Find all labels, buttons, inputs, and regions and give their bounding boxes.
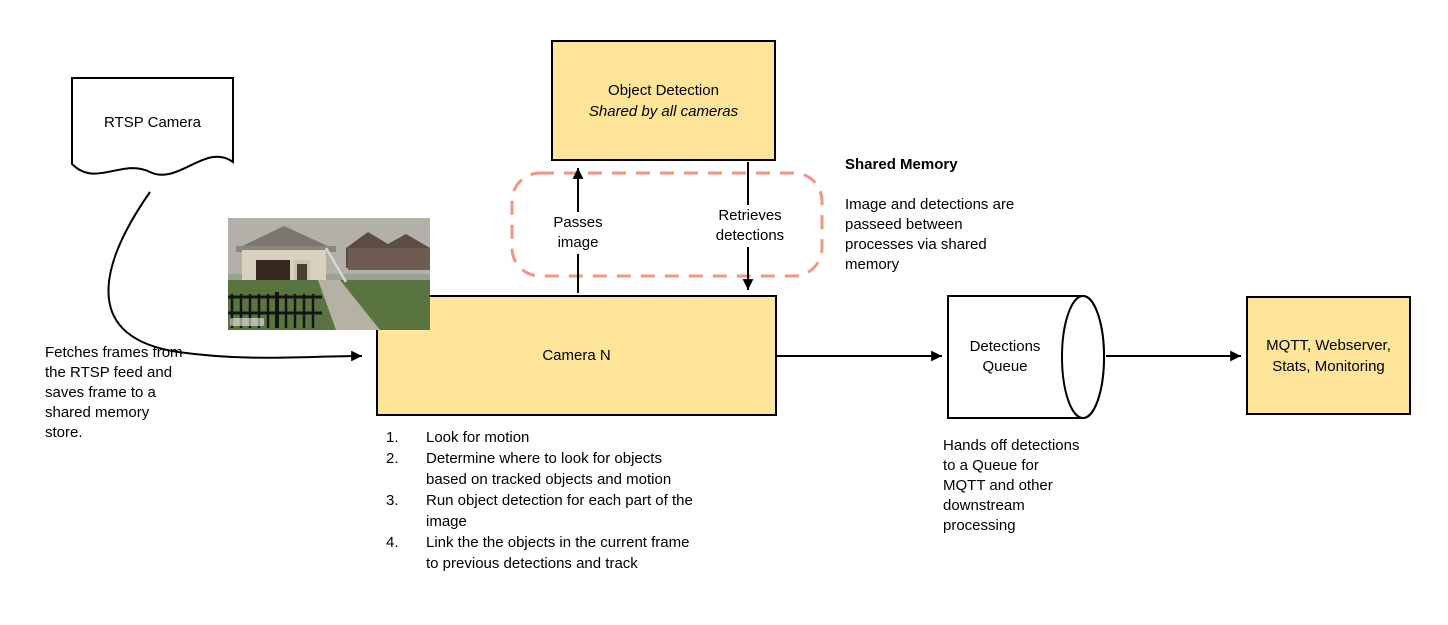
camera-step-number: 2. [386,450,399,467]
object-detection-title: Object Detection [608,81,719,99]
object-detection-subtitle: Shared by all cameras [588,102,739,120]
camera-step-text: Determine where to look for objects base… [426,450,672,488]
shared-memory-outline [510,171,824,278]
camera-step: 2. Determine where to look for objects ba… [376,448,816,490]
camera-n-label: Camera N [542,347,611,364]
shared-memory-body: Image and detections are passeed between… [845,196,1015,273]
camera-step-number: 3. [386,492,399,509]
camera-snapshot-scene [228,218,430,330]
camera-step: 3. Run object detection for each part of … [376,490,816,532]
edge-rtsp-to-camera [107,191,363,362]
camera-step-text: Run object detection for each part of th… [426,492,693,530]
retrieves-detections-label: Retrieves detections [702,205,798,247]
object-detection-node: Object Detection Shared by all cameras [551,40,776,161]
rtsp-camera-label: RTSP Camera [104,113,201,131]
camera-timestamp-overlay [230,318,264,326]
rtsp-camera-shape [71,77,234,176]
detections-queue-shape [947,295,1105,419]
camera-step-number: 4. [386,534,399,551]
queue-handoff-note: Hands off detections to a Queue for MQTT… [943,437,1080,534]
outputs-node: MQTT, Webserver, Stats, Monitoring [1246,296,1411,415]
fetch-note: Fetches frames from the RTSP feed and sa… [45,344,183,441]
detections-queue-label: Detections Queue [969,338,1041,375]
passes-image-label: Passes image [538,212,618,254]
outputs-label: MQTT, Webserver, Stats, Monitoring [1266,336,1391,375]
camera-step-number: 1. [386,429,399,446]
shared-memory-title: Shared Memory [845,156,958,173]
camera-step-text: Look for motion [426,429,530,446]
shared-memory-note: Shared Memory Image and detections are p… [845,135,1065,295]
camera-step: 4. Link the the objects in the current fr… [376,532,816,574]
camera-steps-list: 1. Look for motion 2. Determine where to lo… [376,427,816,574]
camera-step-text: Link the the objects in the current fram… [426,534,690,572]
camera-snapshot-image [228,218,430,330]
camera-n-node: Camera N [376,295,777,416]
camera-step: 1. Look for motion [376,427,816,448]
